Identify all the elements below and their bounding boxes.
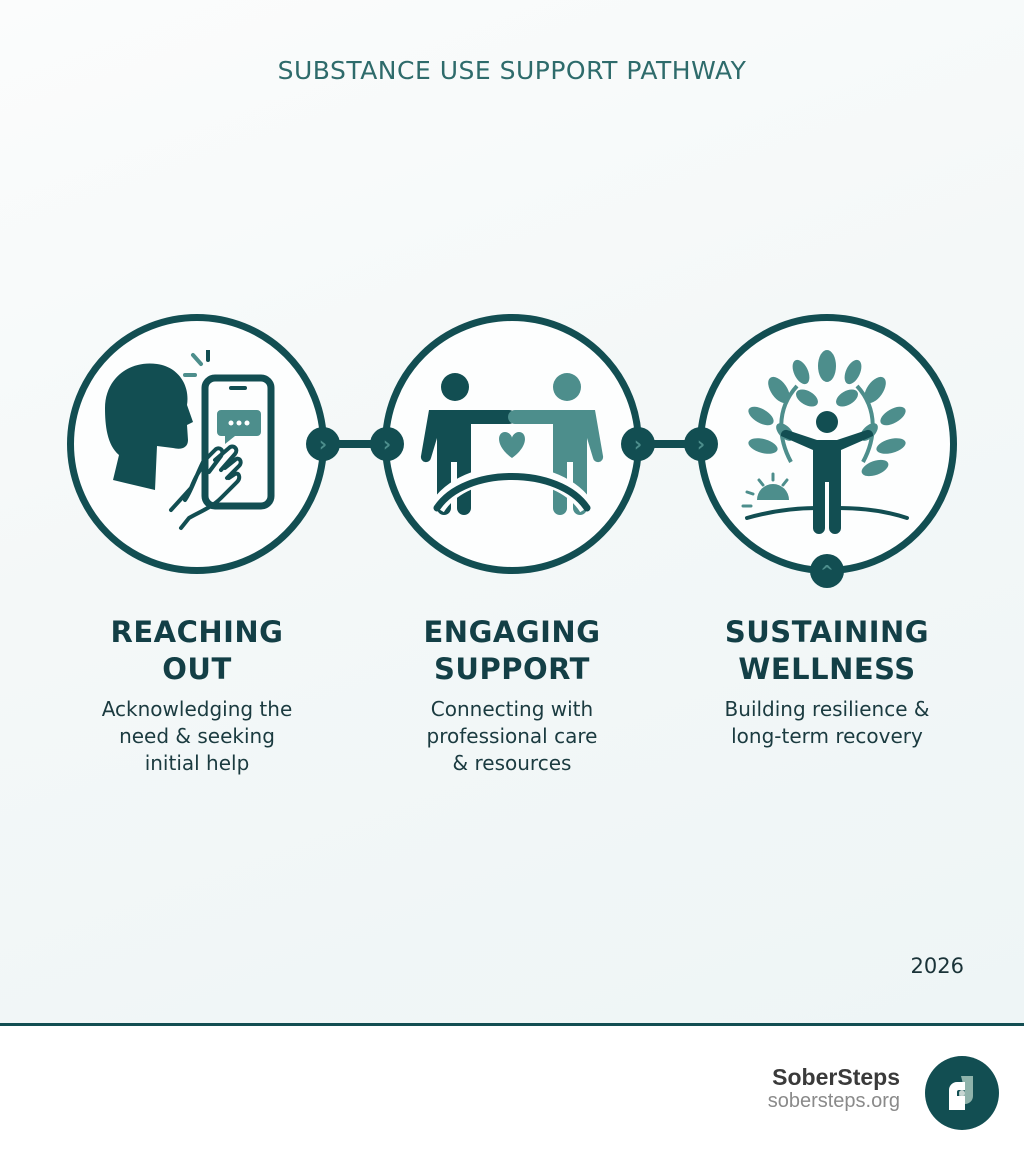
two-people-heart-bridge-icon (420, 373, 604, 515)
step-1-description: Acknowledging the need & seeking initial… (57, 696, 337, 777)
person-tree-sunrise-icon (741, 350, 909, 534)
step-2-title: ENGAGING SUPPORT (372, 614, 652, 688)
step-1-title: REACHING OUT (57, 614, 337, 688)
step-2-text: ENGAGING SUPPORT Connecting with profess… (372, 614, 652, 777)
step-3-text: SUSTAINING WELLNESS Building resilience … (687, 614, 967, 750)
step-1-desc-line3: initial help (144, 751, 250, 775)
chevron-right-icon: › (684, 427, 718, 461)
step-2-title-line2: SUPPORT (434, 652, 590, 686)
step-1-title-line1: REACHING (110, 615, 284, 649)
step-3-desc-line1: Building resilience & (724, 697, 930, 721)
chevron-right-icon: › (370, 427, 404, 461)
step-2-desc-line3: & resources (452, 751, 572, 775)
chevron-right-icon: › (621, 427, 655, 461)
step-2-desc-line1: Connecting with (430, 697, 594, 721)
step-1-title-line2: OUT (162, 652, 232, 686)
chevron-right-icon: › (306, 427, 340, 461)
step-3-title-line2: WELLNESS (738, 652, 916, 686)
person-speaking-phone-icon (105, 350, 275, 530)
connector-2-3 (637, 440, 701, 448)
year-label: 2026 (910, 954, 964, 978)
step-1-desc-line1: Acknowledging the (101, 697, 293, 721)
step-3-title: SUSTAINING WELLNESS (687, 614, 967, 688)
step-3-desc-line2: long-term recovery (731, 724, 923, 748)
step-2-desc-line2: professional care (426, 724, 598, 748)
step-3-description: Building resilience & long-term recovery (687, 696, 967, 750)
connector-1-2 (323, 440, 387, 448)
brand-block: SoberSteps sobersteps.org (768, 1064, 900, 1112)
step-2-description: Connecting with professional care & reso… (372, 696, 652, 777)
brand-name: SoberSteps (772, 1064, 900, 1090)
step-1-text: REACHING OUT Acknowledging the need & se… (57, 614, 337, 777)
page-title: SUBSTANCE USE SUPPORT PATHWAY (277, 56, 747, 85)
chevron-up-icon: ^ (810, 554, 844, 588)
brand-url[interactable]: sobersteps.org (767, 1090, 900, 1112)
sobersteps-logo-icon (925, 1056, 999, 1130)
step-2-title-line1: ENGAGING (423, 615, 601, 649)
infographic-canvas: SUBSTANCE USE SUPPORT PATHWAY (0, 0, 1024, 1024)
step-1-desc-line2: need & seeking (119, 724, 275, 748)
step-3-title-line1: SUSTAINING (724, 615, 930, 649)
footer-divider (0, 1023, 1024, 1026)
